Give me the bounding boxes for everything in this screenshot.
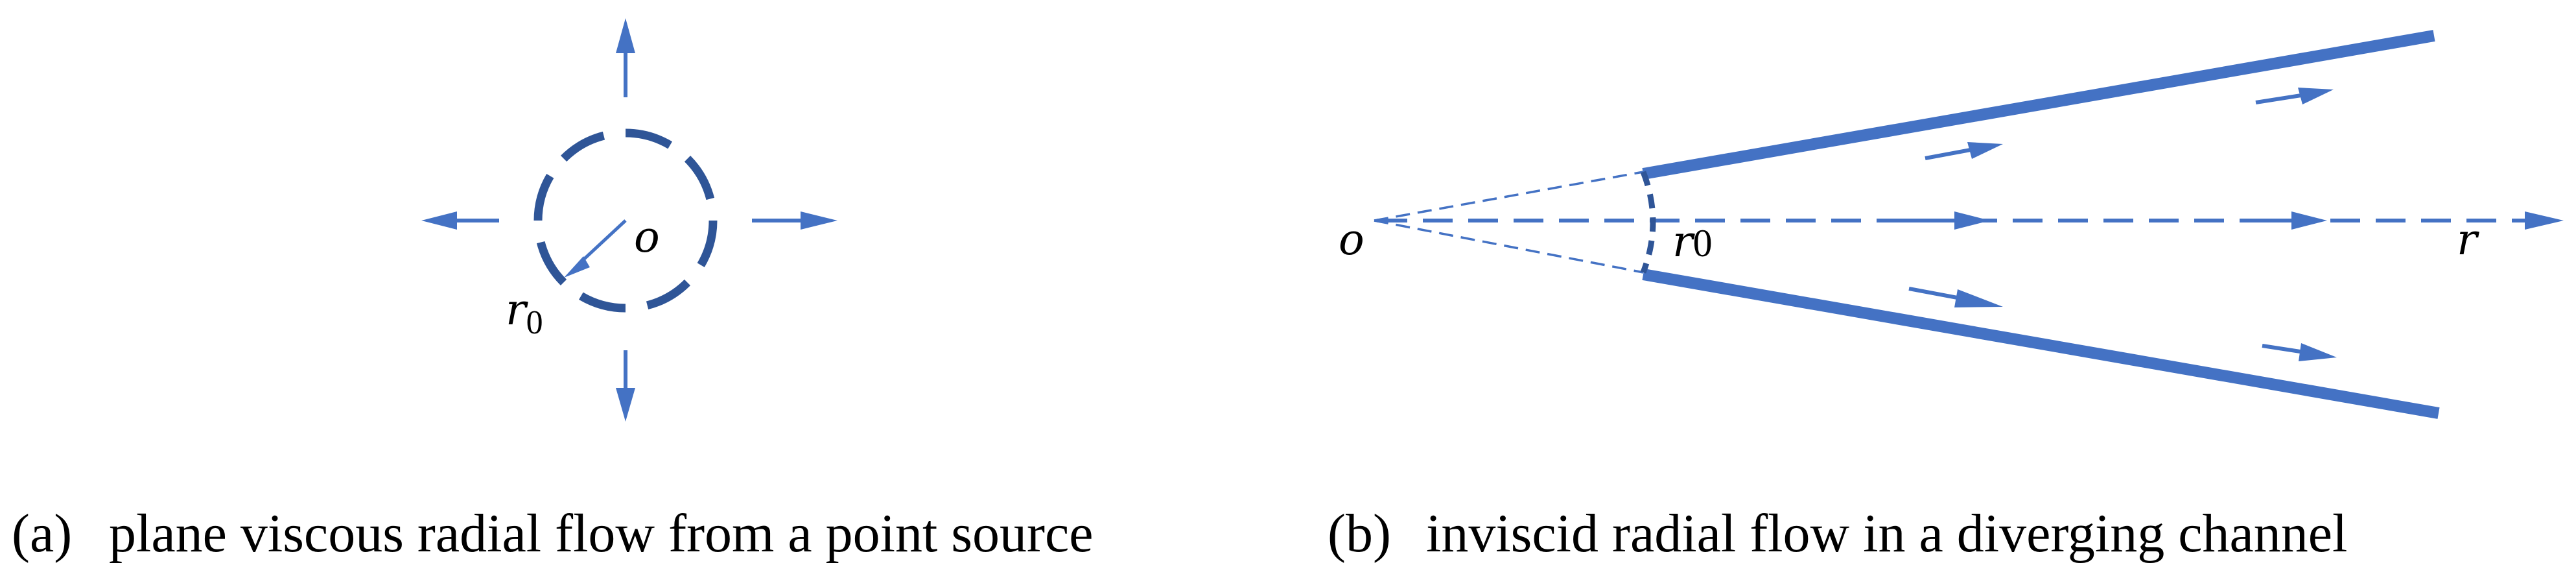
flow-arrow-lower-2 <box>2262 343 2337 361</box>
flow-arrow-lower-1 <box>1908 287 2003 307</box>
caption-a-text: plane viscous radial flow from a point s… <box>109 503 1094 564</box>
radius-subscript: 0 <box>526 304 543 341</box>
outward-arrow-up <box>616 18 635 97</box>
radius-arrow <box>564 219 627 278</box>
center-label: o <box>634 212 660 262</box>
outward-arrow-down <box>616 350 635 422</box>
radial-axis-arrowhead <box>2525 211 2564 230</box>
panel-a-point-source: o r0 <box>421 18 837 422</box>
inlet-arc <box>1640 171 1656 274</box>
inlet-radius-letter: r <box>1672 217 1695 267</box>
lower-dashed-ray <box>1374 219 1644 274</box>
flow-arrow-center-2 <box>2243 211 2327 230</box>
caption-b-marker: (b) <box>1328 503 1391 564</box>
caption-a: (a) plane viscous radial flow from a poin… <box>12 503 1094 564</box>
origin-label: o <box>1339 215 1364 265</box>
upper-channel-wall <box>1642 30 2435 180</box>
flow-arrow-upper-1 <box>1925 142 2003 160</box>
radius-letter: r <box>506 285 528 335</box>
outward-arrow-left <box>421 211 499 230</box>
axis-label: r <box>2457 215 2479 265</box>
outward-arrow-right <box>752 211 837 230</box>
caption-a-marker: (a) <box>12 503 72 564</box>
caption-b-text: inviscid radial flow in a diverging chan… <box>1426 503 2347 564</box>
inlet-radius-subscript: 0 <box>1693 222 1713 265</box>
caption-b: (b) inviscid radial flow in a diverging c… <box>1328 503 2347 564</box>
inlet-radius-label: r0 <box>1672 217 1713 267</box>
source-circle <box>533 128 718 313</box>
panel-b-diverging-channel: o r0 r <box>1339 30 2564 419</box>
flow-arrow-upper-2 <box>2255 88 2334 104</box>
upper-dashed-ray <box>1374 171 1644 222</box>
radius-label: r0 <box>506 285 543 341</box>
lower-channel-wall <box>1642 269 2440 419</box>
flow-arrow-center-1 <box>1906 211 1990 230</box>
